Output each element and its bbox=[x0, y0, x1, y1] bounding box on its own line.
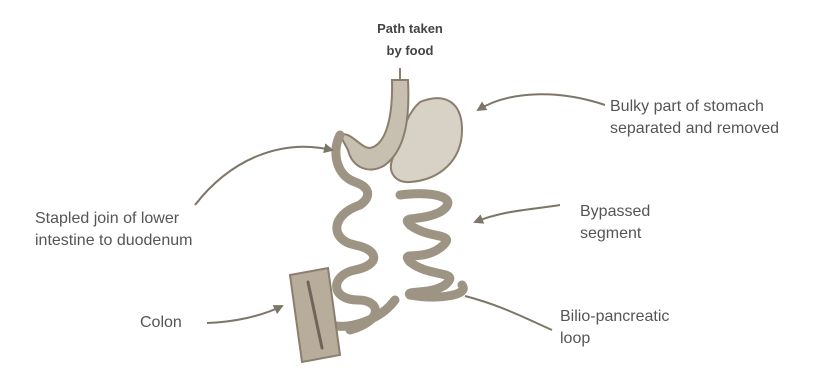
colon-shape bbox=[290, 268, 340, 362]
arrow-colon bbox=[207, 306, 282, 323]
label-bilio-loop: Bilio-pancreatic loop bbox=[560, 306, 669, 350]
food-path-title-line1: Path taken bbox=[350, 18, 470, 40]
label-stapled-join: Stapled join of lower intestine to duode… bbox=[35, 208, 192, 252]
arrow-bypassed bbox=[475, 205, 560, 222]
arrow-stomach-removed bbox=[478, 94, 605, 110]
bilio-loop-path bbox=[330, 285, 463, 326]
label-stapled-join-line1: Stapled join of lower bbox=[35, 208, 192, 230]
bypassed-coils bbox=[400, 194, 450, 295]
label-colon: Colon bbox=[140, 312, 182, 334]
connector-bilio-loop bbox=[465, 296, 552, 330]
label-bilio-loop-line1: Bilio-pancreatic bbox=[560, 306, 669, 328]
intestine-left-loops bbox=[337, 205, 376, 330]
label-bypassed-line2: segment bbox=[580, 223, 650, 245]
label-stomach-removed-line2: separated and removed bbox=[610, 118, 779, 140]
label-bilio-loop-line2: loop bbox=[560, 328, 669, 350]
label-bypassed: Bypassed segment bbox=[580, 201, 650, 245]
label-stomach-removed-line1: Bulky part of stomach bbox=[610, 96, 779, 118]
label-bypassed-line1: Bypassed bbox=[580, 201, 650, 223]
food-path-title: Path taken by food bbox=[350, 18, 470, 62]
label-stapled-join-line2: intestine to duodenum bbox=[35, 230, 192, 252]
arrow-stapled-join bbox=[195, 147, 332, 205]
food-path-title-line2: by food bbox=[350, 40, 470, 62]
label-stomach-removed: Bulky part of stomach separated and remo… bbox=[610, 96, 779, 140]
